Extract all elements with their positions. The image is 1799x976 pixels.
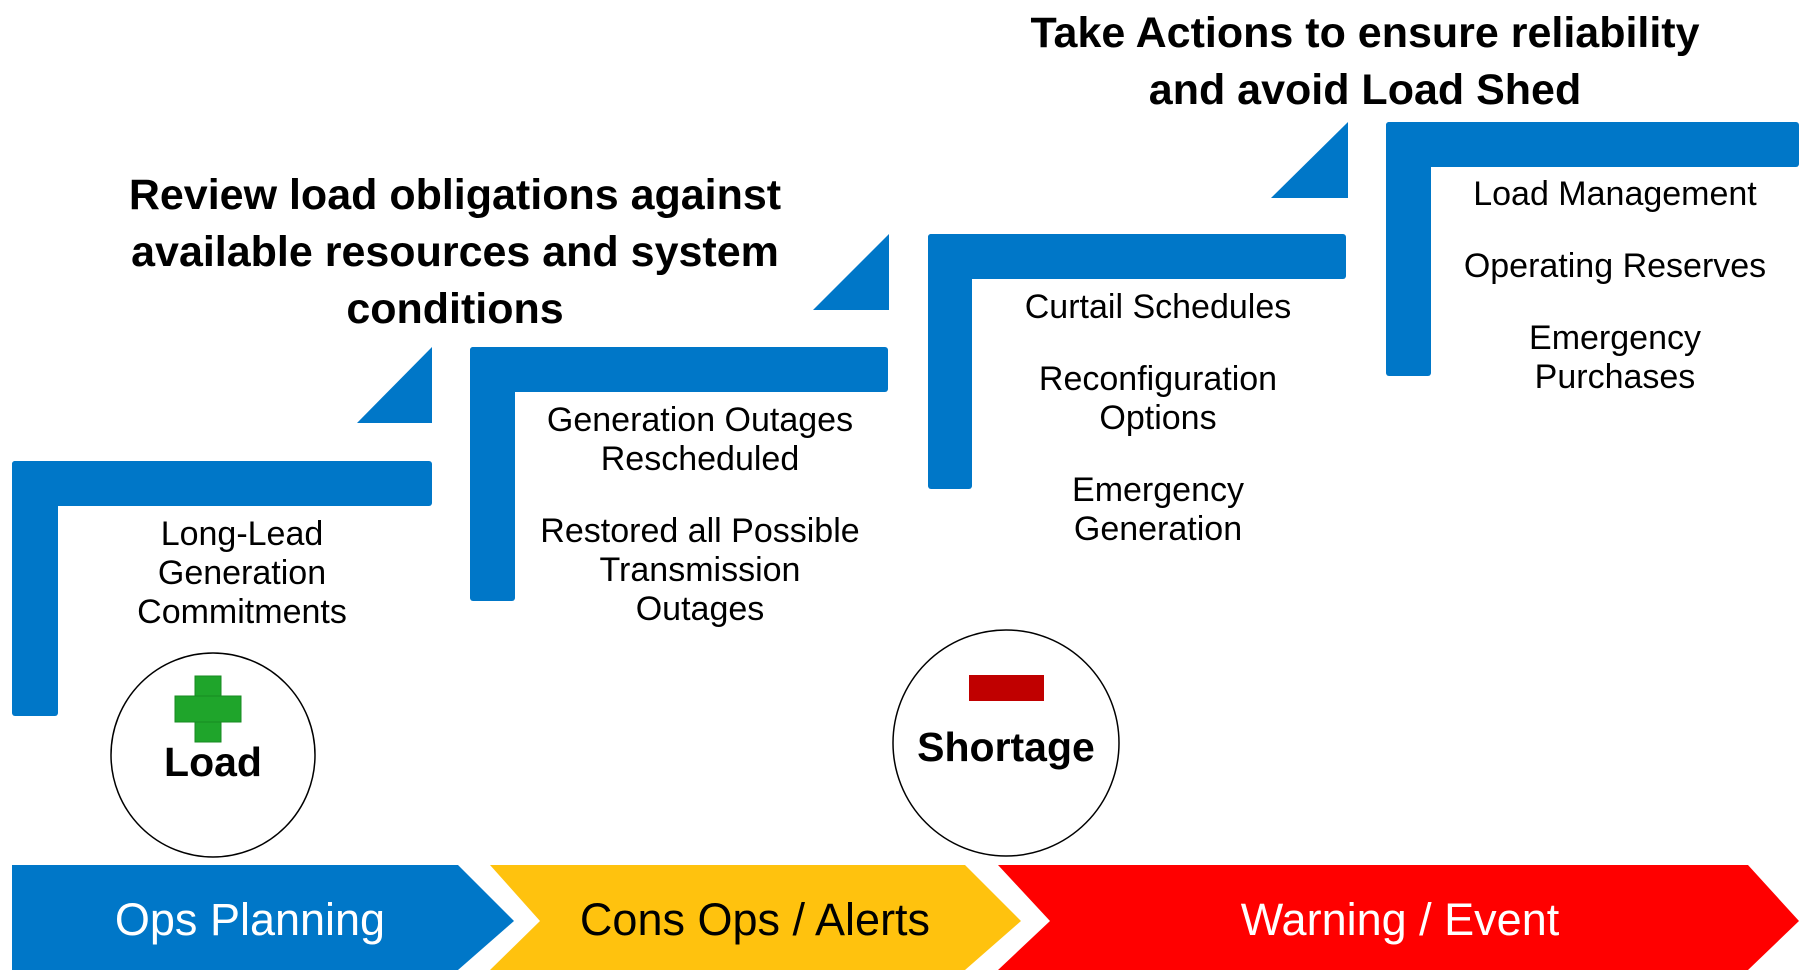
step-bracket-4 xyxy=(1386,122,1799,376)
shortage-label: Shortage xyxy=(917,724,1095,770)
step-1-item-1: Long-Lead Generation Commitments xyxy=(137,515,347,631)
step-4-item-2: Operating Reserves xyxy=(1463,247,1767,285)
stage-label-cons-ops: Cons Ops / Alerts xyxy=(579,894,931,945)
shortage-indicator xyxy=(892,629,1120,857)
step-3-item-2: Reconfiguration Options xyxy=(1038,360,1278,437)
step-arrow-triangle-1 xyxy=(357,347,432,423)
step-bracket-1 xyxy=(12,461,432,716)
stage-chevron-cons-ops xyxy=(490,865,1021,970)
plus-icon xyxy=(174,675,242,743)
load-indicator xyxy=(110,652,316,858)
step-bracket-2 xyxy=(470,347,888,601)
step-4-item-1: Load Management xyxy=(1473,175,1757,213)
stage-chevron-warning xyxy=(998,865,1799,970)
step-4-item-3: Emergency Purchases xyxy=(1529,319,1701,396)
step-2-item-2: Restored all Possible Transmission Outag… xyxy=(540,512,860,628)
stage-label-warning: Warning / Event xyxy=(1240,894,1560,945)
step-3-labels: Curtail Schedules Reconfiguration Option… xyxy=(978,288,1338,549)
minus-icon xyxy=(969,675,1044,701)
step-bracket-3 xyxy=(928,234,1346,489)
step-arrow-triangle-3 xyxy=(1271,122,1348,198)
load-label: Load xyxy=(164,739,262,785)
step-1-labels: Long-Lead Generation Commitments xyxy=(92,515,392,632)
step-arrow-triangle-2 xyxy=(813,234,889,310)
step-3-item-1: Curtail Schedules xyxy=(1024,288,1292,326)
step-2-item-1: Generation Outages Rescheduled xyxy=(546,401,854,478)
review-title: Review load obligations against availabl… xyxy=(128,171,782,333)
step-2-labels: Generation Outages Rescheduled Restored … xyxy=(515,401,885,629)
step-4-labels: Load Management Operating Reserves Emerg… xyxy=(1436,175,1794,397)
take-actions-title: Take Actions to ensure reliability and a… xyxy=(1030,9,1700,114)
step-3-item-3: Emergency Generation xyxy=(1072,471,1244,548)
stage-chevron-ops-planning xyxy=(12,865,514,970)
stage-label-ops-planning: Ops Planning xyxy=(114,894,386,945)
